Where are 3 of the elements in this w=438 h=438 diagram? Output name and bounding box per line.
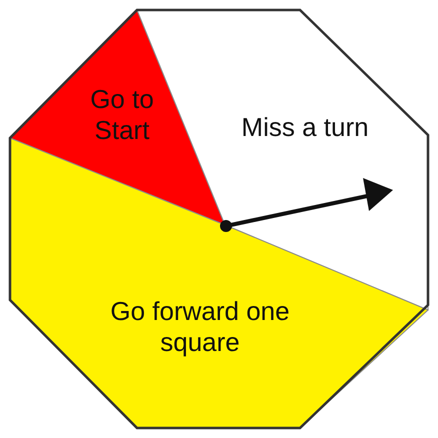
sector-label: Miss a turn (240, 112, 370, 143)
sector-label: Go forward one square (109, 296, 291, 358)
sector-label: Go to Start (89, 84, 155, 146)
